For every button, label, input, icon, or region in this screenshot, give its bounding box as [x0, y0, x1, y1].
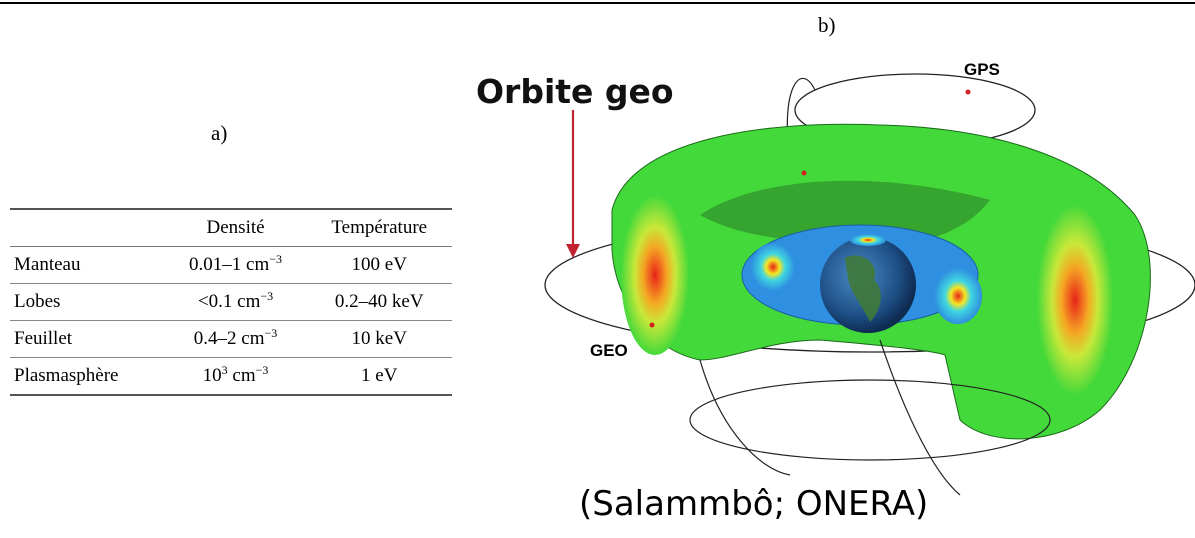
- geo-label: GEO: [590, 341, 628, 360]
- outer-belt-core-right: [1037, 205, 1113, 395]
- temperature-cell: 10 keV: [351, 328, 407, 349]
- geo-arrow-head: [566, 244, 580, 258]
- plasma-properties-table-container: Densité Température Manteau 0.01–1 cm−3 …: [10, 208, 452, 396]
- gps-orbit-crossing: [879, 339, 961, 496]
- row-name: Lobes: [14, 291, 61, 312]
- density-value: cm: [227, 365, 256, 386]
- table-row: Plasmasphère 103 cm−3 1 eV: [10, 358, 452, 396]
- header-density: Densité: [206, 217, 265, 238]
- plasma-properties-table: Densité Température Manteau 0.01–1 cm−3 …: [10, 208, 452, 396]
- orbite-geo-title: Orbite geo: [476, 72, 674, 111]
- header-temperature: Température: [331, 217, 428, 238]
- density-cell: 0.4–2 cm−3: [165, 321, 307, 358]
- density-exponent: −3: [269, 252, 283, 266]
- header-empty: [10, 209, 165, 247]
- table-row: Manteau 0.01–1 cm−3 100 eV: [10, 247, 452, 284]
- density-base-exponent: 3: [221, 363, 228, 377]
- row-name: Manteau: [14, 254, 81, 275]
- temperature-cell: 1 eV: [361, 365, 398, 386]
- density-value: 0.01–1 cm: [189, 254, 270, 275]
- row-name: Feuillet: [14, 328, 73, 349]
- table-row: Lobes <0.1 cm−3 0.2–40 keV: [10, 284, 452, 321]
- density-value: <0.1 cm: [197, 291, 261, 312]
- gps-satellite-dot: [965, 89, 971, 95]
- density-base: 10: [202, 365, 222, 386]
- outer-belt-core-left: [621, 195, 689, 355]
- density-cell: <0.1 cm−3: [165, 284, 307, 321]
- density-value: 0.4–2 cm: [193, 328, 265, 349]
- density-exponent: −3: [260, 289, 274, 303]
- outer-belt-cavity: [700, 180, 990, 247]
- gps-orbit-ring-lower: [689, 379, 1051, 461]
- earth-polar-cap: [850, 234, 886, 246]
- table-row: Feuillet 0.4–2 cm−3 10 keV: [10, 321, 452, 358]
- top-rule: [0, 2, 1195, 4]
- temperature-cell: 100 eV: [351, 254, 407, 275]
- density-exponent: −3: [264, 326, 278, 340]
- inner-belt-core-right: [934, 268, 982, 324]
- radiation-belts-figure: GPS GEO: [544, 60, 1195, 496]
- earth-continent: [845, 255, 881, 322]
- panel-b-label: b): [818, 13, 836, 37]
- gps-label: GPS: [964, 60, 1000, 79]
- satellite-dot: [801, 170, 807, 176]
- row-name: Plasmasphère: [14, 365, 119, 386]
- density-cell: 103 cm−3: [165, 358, 307, 396]
- temperature-cell: 0.2–40 keV: [334, 291, 424, 312]
- gps-orbit-crossing-2: [699, 359, 791, 476]
- geo-satellite-dot: [649, 322, 655, 328]
- inner-belt-core-left: [751, 243, 795, 291]
- table-header-row: Densité Température: [10, 209, 452, 247]
- density-exponent: −3: [255, 363, 269, 377]
- density-cell: 0.01–1 cm−3: [165, 247, 307, 284]
- panel-a-label: a): [211, 121, 228, 145]
- figure-caption: (Salammbô; ONERA): [579, 484, 929, 524]
